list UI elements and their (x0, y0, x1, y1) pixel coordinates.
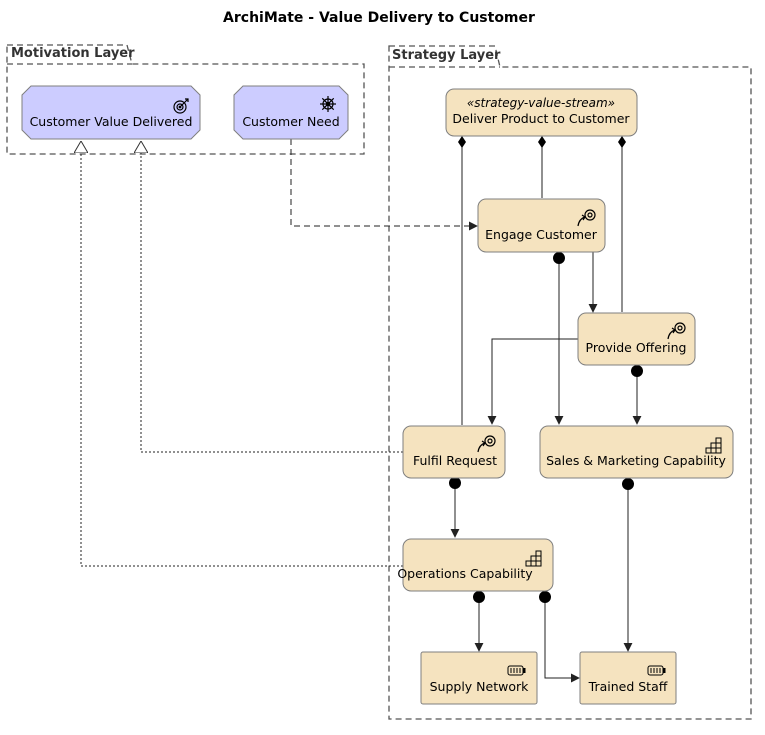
node-supply-network[interactable]: Supply Network (420, 651, 538, 705)
node-label: Fulfil Request (413, 453, 497, 468)
node-label: Customer Value Delivered (30, 114, 193, 129)
node-customer-need[interactable]: Customer Need (233, 85, 349, 140)
edge-influence-need-engage (290, 139, 478, 231)
capability-stairs-icon (525, 550, 542, 567)
node-customer-value-delivered[interactable]: Customer Value Delivered (21, 85, 201, 140)
group-motivation-layer: Motivation Layer (6, 44, 365, 155)
resource-battery-icon (507, 665, 526, 676)
node-label: Customer Need (242, 114, 339, 129)
node-label: Engage Customer (485, 227, 598, 242)
outcome-target-icon (173, 98, 189, 114)
node-trained-staff[interactable]: Trained Staff (579, 651, 677, 705)
node-provide-offering[interactable]: Provide Offering (577, 312, 696, 366)
group-label-motivation: Motivation Layer (11, 46, 135, 61)
resource-battery-icon (647, 665, 666, 676)
node-deliver-product-to-customer[interactable]: «strategy-value-stream» Deliver Product … (445, 88, 638, 137)
node-stereotype: «strategy-value-stream» (467, 96, 615, 110)
node-label: Deliver Product to Customer (452, 111, 630, 126)
node-label: Provide Offering (586, 340, 687, 355)
group-label-strategy: Strategy Layer (392, 48, 501, 63)
node-engage-customer[interactable]: Engage Customer (477, 198, 606, 253)
diagram-title: ArchiMate - Value Delivery to Customer (223, 10, 535, 26)
course-of-action-icon (577, 209, 596, 227)
edge-assignment-operations-staff (539, 591, 580, 683)
course-of-action-icon (477, 435, 496, 453)
node-label: Operations Capability (397, 566, 533, 581)
node-sales-marketing-capability[interactable]: Sales & Marketing Capability (539, 425, 734, 479)
node-label: Supply Network (430, 679, 530, 694)
node-fulfil-request[interactable]: Fulfil Request (402, 425, 506, 479)
edges (81, 136, 643, 683)
edge-realization-fulfil-customervalue (141, 141, 403, 453)
node-label: Sales & Marketing Capability (546, 453, 726, 468)
group-strategy-layer: Strategy Layer (388, 45, 752, 720)
capability-stairs-icon (705, 437, 722, 454)
node-operations-capability[interactable]: Operations Capability (397, 538, 554, 592)
node-label: Trained Staff (588, 679, 668, 694)
driver-wheel-icon (320, 96, 336, 112)
edge-realization-operations-customervalue (81, 141, 403, 567)
edge-triggering-offering-fulfil (487, 338, 578, 425)
course-of-action-icon (667, 322, 686, 340)
